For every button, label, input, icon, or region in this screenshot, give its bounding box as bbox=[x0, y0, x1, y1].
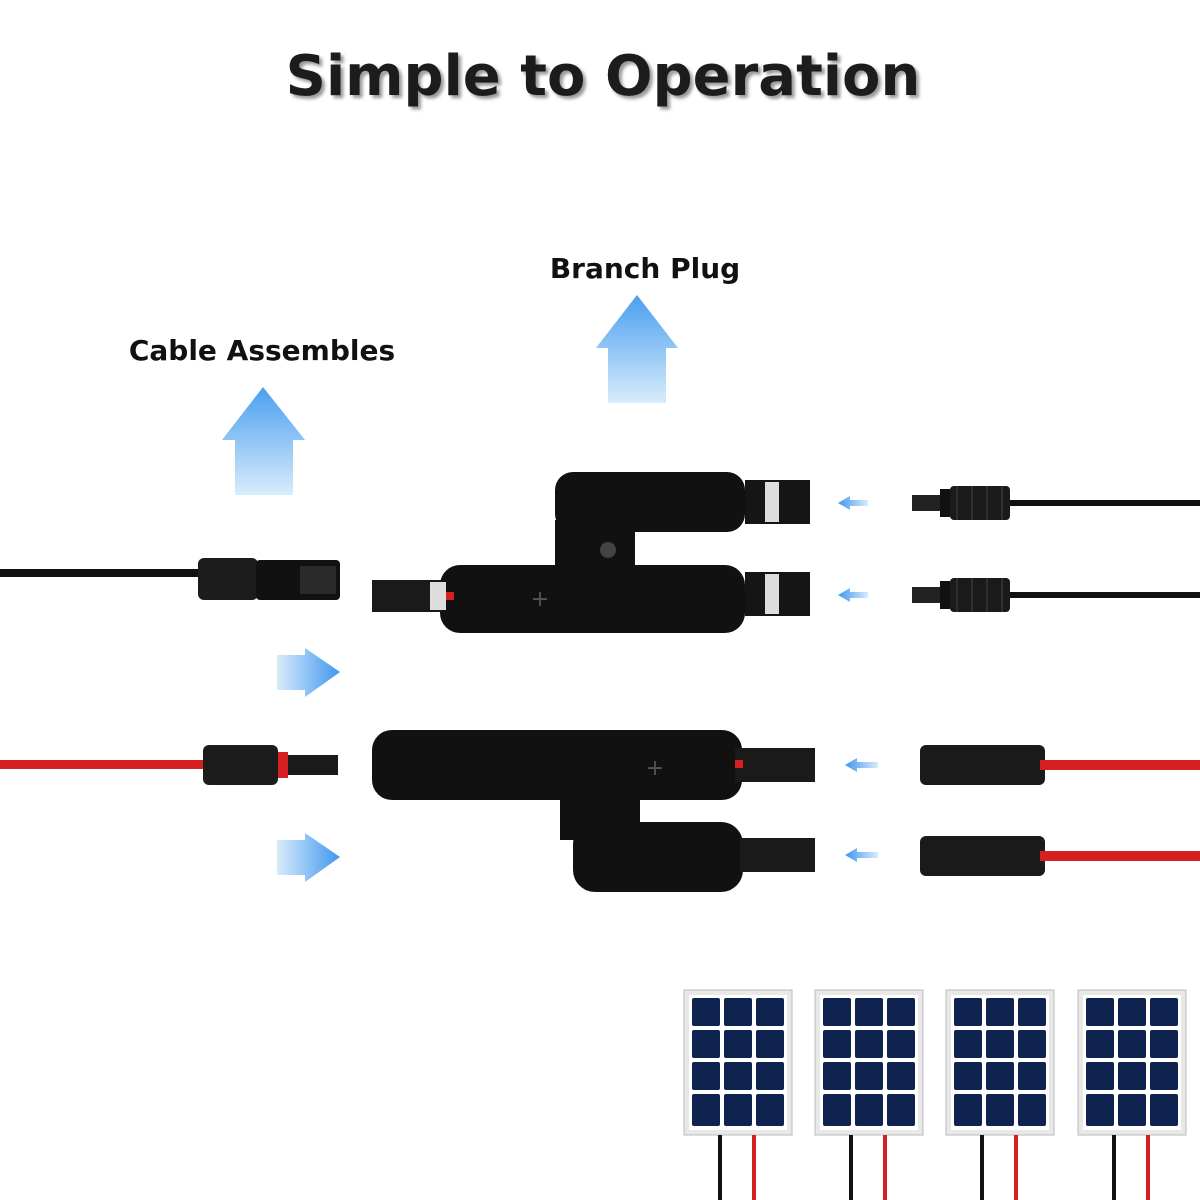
branch-plug-bottom: + bbox=[372, 730, 815, 892]
right-red-cable-connector bbox=[920, 836, 1200, 876]
up-arrow-icon bbox=[222, 387, 305, 495]
up-arrow-icon bbox=[596, 295, 678, 403]
svg-text:+: + bbox=[531, 587, 549, 612]
left-arrow-icon bbox=[845, 758, 878, 772]
black-cable-assembly bbox=[0, 558, 340, 600]
left-arrow-icon bbox=[845, 848, 878, 862]
solar-panel bbox=[813, 988, 925, 1200]
right-arrow-icon bbox=[277, 833, 340, 882]
branch-plug-top: + bbox=[372, 472, 810, 633]
right-black-cable-connector bbox=[911, 577, 1200, 613]
right-arrow-icon bbox=[277, 648, 340, 697]
svg-text:+: + bbox=[646, 756, 664, 781]
left-arrow-icon bbox=[838, 496, 868, 510]
solar-panel bbox=[682, 988, 794, 1200]
branch-plug-label: Branch Plug bbox=[550, 252, 740, 285]
left-arrow-icon bbox=[838, 588, 868, 602]
right-red-cable-connector bbox=[920, 745, 1200, 785]
solar-panel bbox=[1076, 988, 1188, 1200]
right-black-cable-connector bbox=[911, 485, 1200, 521]
red-cable-assembly bbox=[0, 745, 338, 785]
solar-panel bbox=[944, 988, 1056, 1200]
page-title: Simple to Operation bbox=[286, 44, 921, 109]
cable-assembles-label: Cable Assembles bbox=[129, 334, 395, 367]
